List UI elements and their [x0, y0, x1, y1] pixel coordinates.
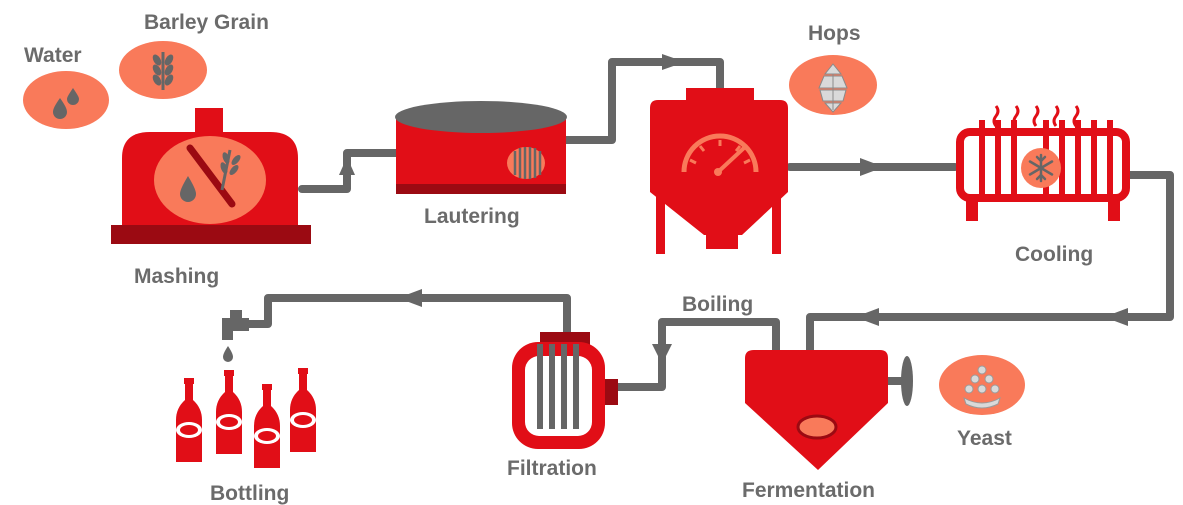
snowflake-icon [1028, 153, 1054, 183]
label-filtration: Filtration [507, 457, 597, 480]
boiling-kettle [650, 88, 788, 254]
arrow-right-icon [662, 54, 685, 70]
water-drops-icon [53, 88, 79, 119]
label-mashing: Mashing [134, 265, 219, 288]
pipe-cooling-to-fermentation [806, 171, 1174, 357]
label-fermentation: Fermentation [742, 479, 875, 502]
pipes [242, 58, 1174, 391]
label-lautering: Lautering [424, 205, 520, 228]
barley-icon [152, 52, 174, 90]
water-drop-icon [180, 176, 196, 202]
arrow-right-icon [860, 158, 884, 176]
filter [512, 332, 618, 449]
arrow-left-icon [1104, 308, 1128, 326]
lauter-tun [395, 101, 567, 194]
pipe-fermentation-to-filtration [614, 318, 780, 391]
pipe-lautering-to-boiling [562, 58, 724, 144]
arrow-up-icon [339, 157, 355, 175]
barley-badge [119, 41, 207, 99]
mixer-paddle-icon [186, 144, 236, 208]
grate-icon [513, 147, 542, 179]
steam-icon [992, 105, 1080, 127]
label-boiling: Boiling [682, 293, 753, 316]
arrow-down-icon [652, 344, 672, 364]
arrow-left-icon [398, 289, 422, 307]
yeast-badge [939, 355, 1025, 415]
arrow-left-icon [855, 308, 879, 326]
hops-icon [818, 63, 848, 113]
barley-icon [220, 149, 241, 191]
label-water: Water [24, 44, 82, 67]
bottles-icon [176, 368, 316, 468]
water-badge [23, 71, 109, 129]
pipe-filtration-to-bottling [242, 294, 571, 344]
cooler [956, 105, 1130, 221]
gauge-icon [681, 133, 759, 176]
yeast-icon [963, 365, 1001, 409]
mashing-tun [111, 108, 311, 244]
label-bottling: Bottling [210, 482, 289, 505]
label-barley-grain: Barley Grain [144, 11, 269, 34]
label-yeast: Yeast [957, 427, 1012, 450]
pipe-arrows [339, 54, 1128, 364]
tap-icon [222, 310, 249, 362]
label-hops: Hops [808, 22, 861, 45]
label-cooling: Cooling [1015, 243, 1093, 266]
bottling [176, 310, 316, 468]
hops-badge [789, 55, 877, 115]
stage-labels: Water Barley Grain Hops Mashing Lauterin… [24, 11, 1093, 505]
fermentation-tank [745, 350, 913, 470]
